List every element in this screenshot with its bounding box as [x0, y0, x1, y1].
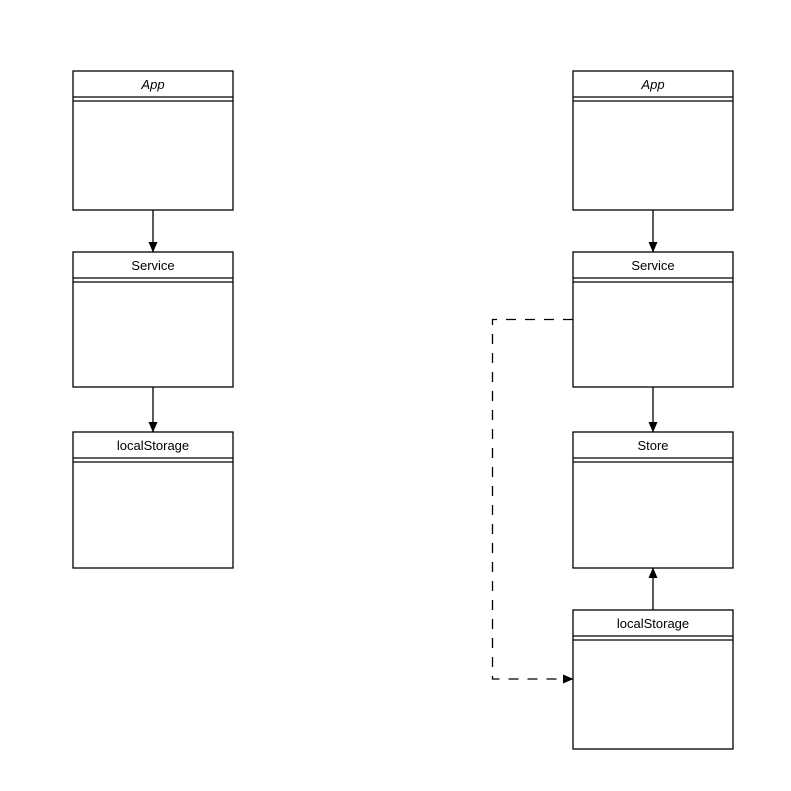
edge-right-service-to-localstorage-dashed [491, 318, 574, 684]
node-right-service: Service [572, 251, 734, 388]
node-left-app-label: App [140, 77, 164, 92]
node-left-service-box [72, 251, 234, 388]
node-left-localstorage-label: localStorage [117, 438, 189, 453]
node-right-app-box [572, 70, 734, 211]
node-right-service-box [572, 251, 734, 388]
node-right-store: Store [572, 431, 734, 569]
node-left-app: App [72, 70, 234, 211]
left-flow: App Service localStorage [72, 70, 234, 569]
node-right-localstorage-label: localStorage [617, 616, 689, 631]
node-left-service: Service [72, 251, 234, 388]
node-right-store-label: Store [637, 438, 668, 453]
node-right-service-label: Service [631, 258, 674, 273]
node-left-service-label: Service [131, 258, 174, 273]
node-left-localstorage-box [72, 431, 234, 569]
node-right-app: App [572, 70, 734, 211]
right-flow: App Service Store [491, 70, 734, 750]
node-left-app-box [72, 70, 234, 211]
node-right-localstorage: localStorage [572, 609, 734, 750]
node-right-app-label: App [640, 77, 664, 92]
node-right-store-box [572, 431, 734, 569]
node-right-localstorage-box [572, 609, 734, 750]
node-left-localstorage: localStorage [72, 431, 234, 569]
